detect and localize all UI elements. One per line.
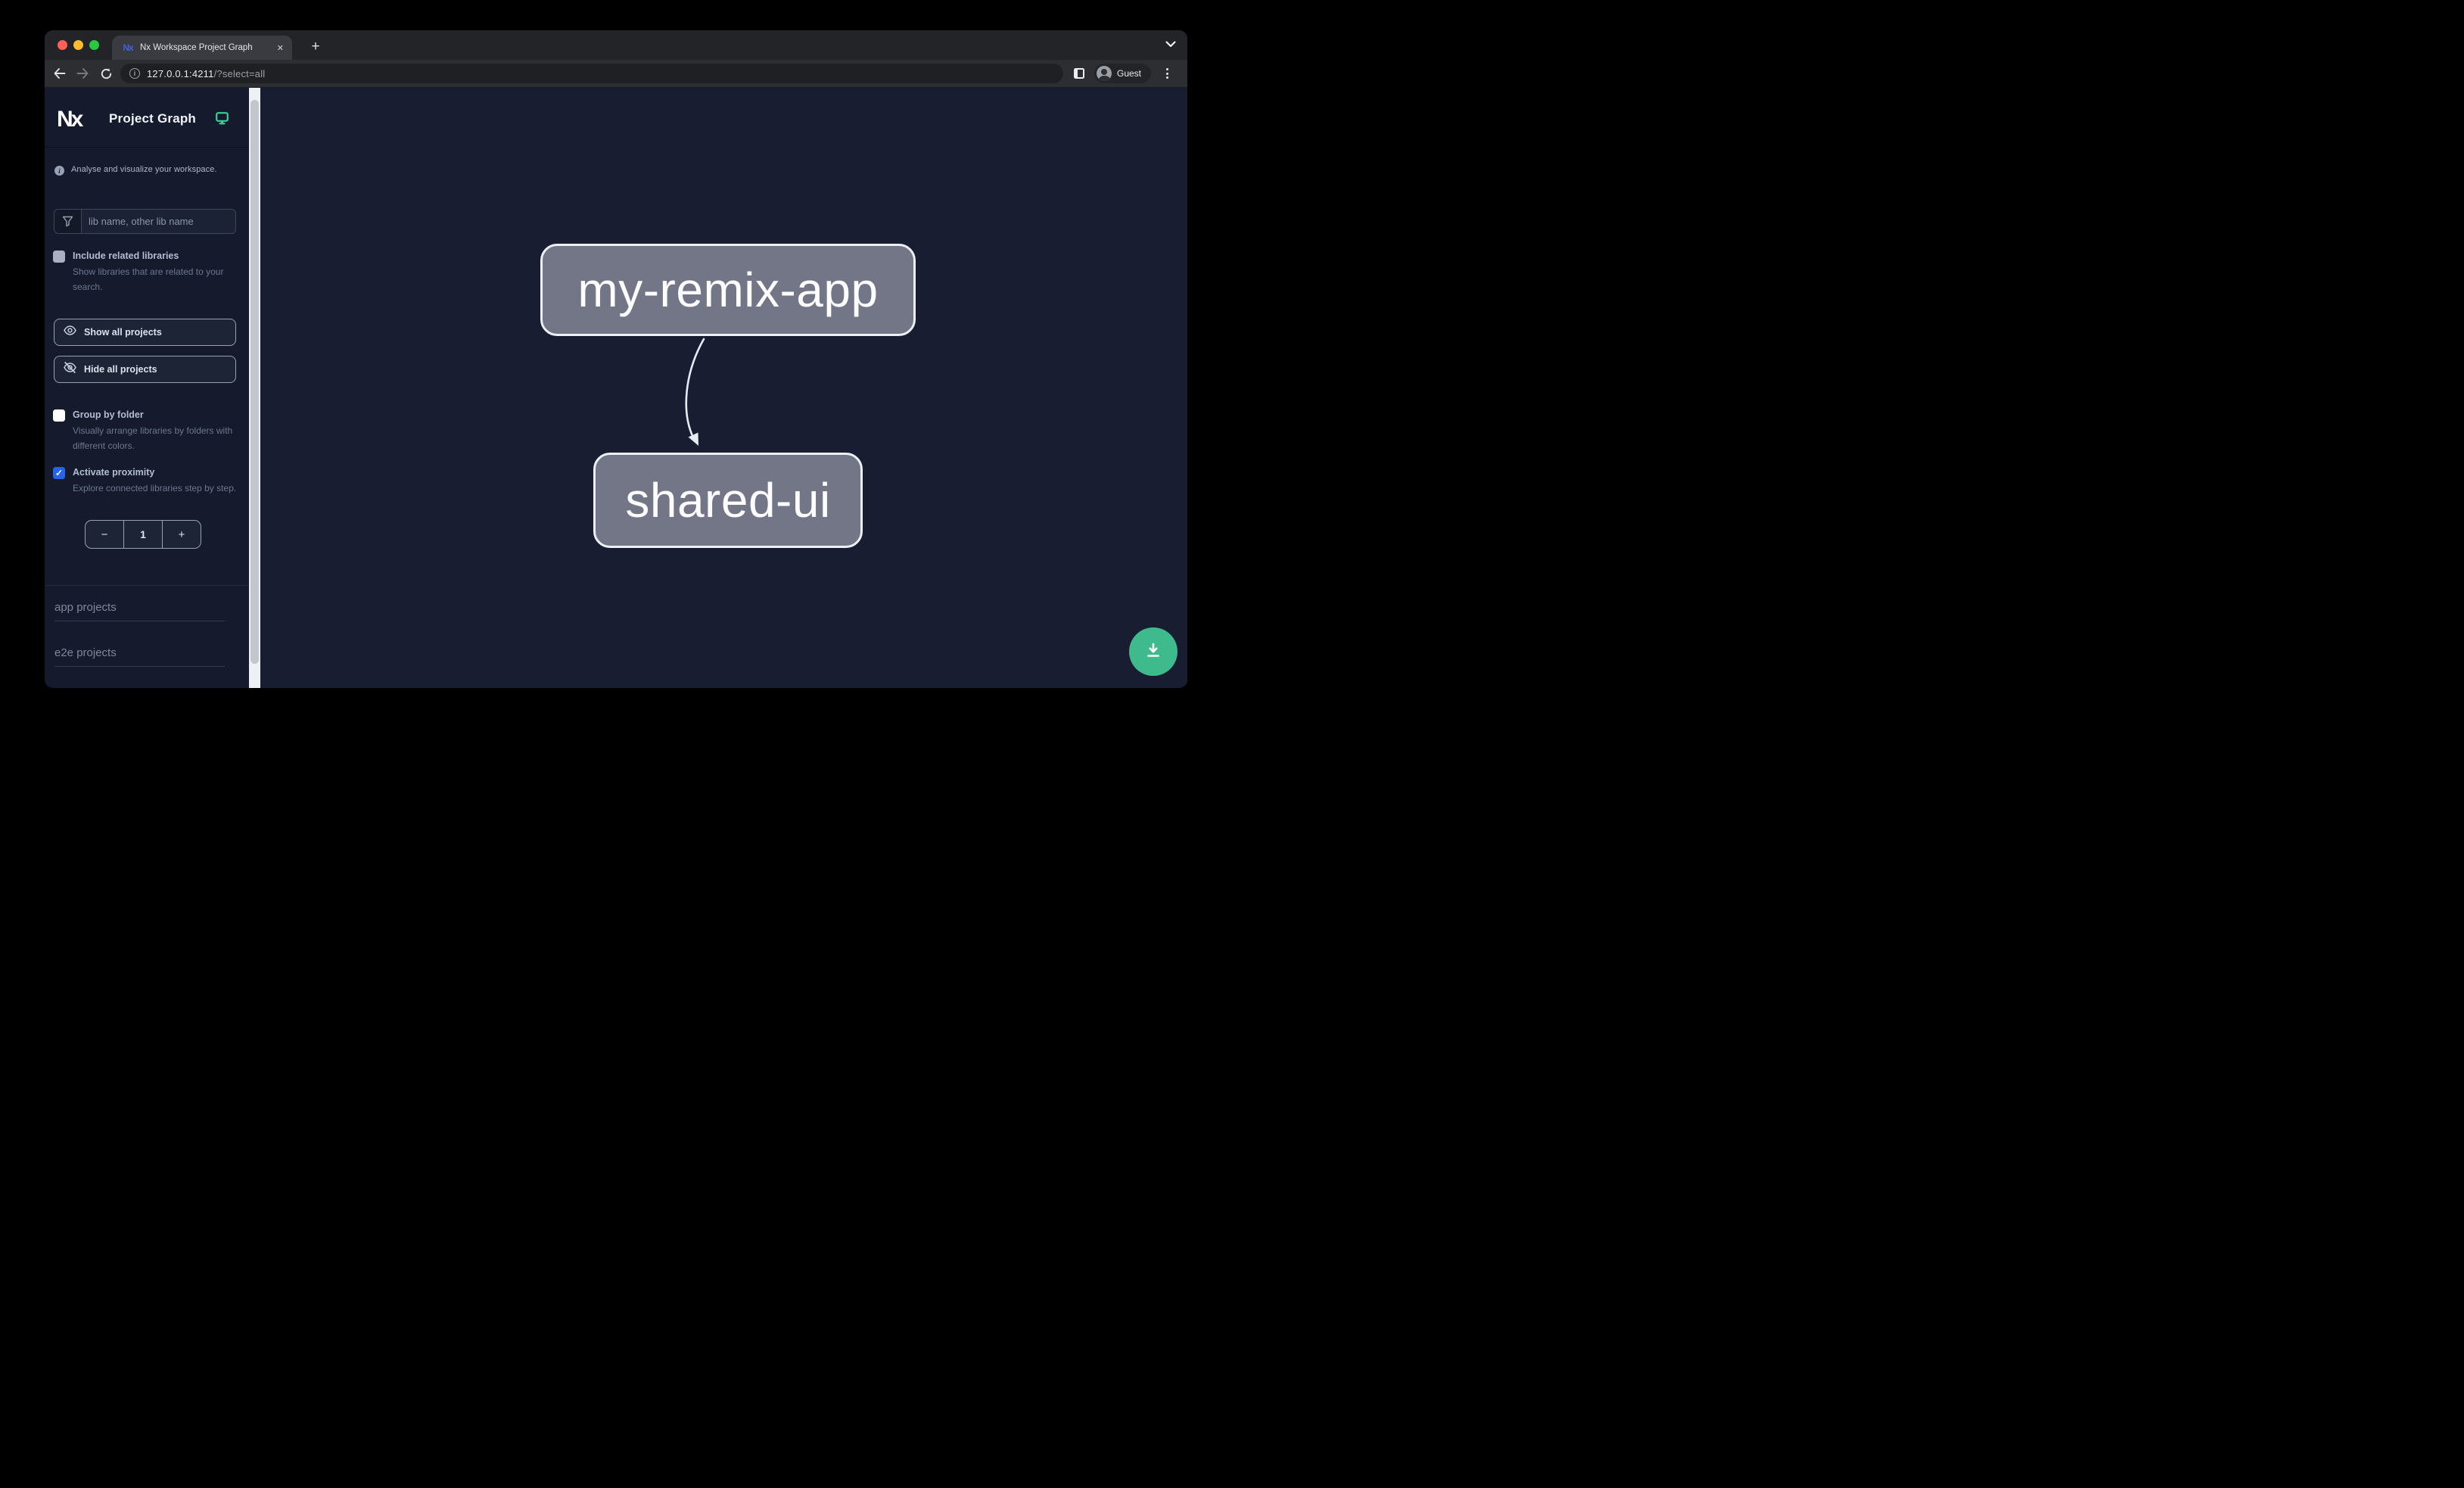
tab-nx-workspace-project-graph[interactable]: Nx Nx Workspace Project Graph ✕ (112, 36, 292, 60)
tagline-text: Analyse and visualize your workspace. (71, 165, 217, 174)
tab-strip: Nx Nx Workspace Project Graph ✕ + (45, 30, 1187, 60)
browser-menu-icon[interactable] (1161, 68, 1173, 79)
zoom-window-button[interactable] (89, 40, 99, 50)
tab-close-icon[interactable]: ✕ (276, 43, 284, 53)
activate-proximity-description: Explore connected libraries step by step… (73, 483, 237, 493)
group-by-folder-description: Visually arrange libraries by folders wi… (73, 425, 233, 451)
browser-toolbar: i 127.0.0.1:4211/?select=all Guest (45, 60, 1187, 88)
close-window-button[interactable] (58, 40, 67, 50)
url-bar[interactable]: i 127.0.0.1:4211/?select=all (120, 64, 1063, 83)
page-content: Nx Project Graph i Analyse and visualize… (45, 88, 1187, 688)
url-text[interactable]: 127.0.0.1:4211/?select=all (147, 68, 265, 79)
download-graph-button[interactable] (1129, 627, 1178, 676)
profile-button[interactable]: Guest (1094, 64, 1152, 83)
section-app-projects: app projects (54, 601, 225, 621)
nx-favicon-icon: Nx (123, 42, 133, 53)
show-all-projects-button[interactable]: Show all projects (54, 319, 236, 346)
filter-box (54, 209, 236, 234)
reload-button[interactable] (96, 64, 116, 83)
graph-canvas[interactable]: my-remix-app shared-ui (260, 88, 1187, 688)
group-by-folder-checkbox[interactable] (53, 409, 65, 422)
eye-off-icon (64, 362, 76, 377)
browser-window: Nx Nx Workspace Project Graph ✕ + i 127.… (45, 30, 1187, 688)
minimize-window-button[interactable] (73, 40, 83, 50)
nx-logo: Nx (57, 107, 83, 132)
hide-all-projects-label: Hide all projects (84, 364, 157, 375)
monitor-icon[interactable] (216, 112, 229, 129)
new-tab-button[interactable]: + (311, 39, 320, 54)
funnel-icon (54, 210, 82, 233)
url-host: 127.0.0.1:4211 (147, 67, 214, 79)
profile-label: Guest (1117, 68, 1142, 79)
graph-node-my-remix-app[interactable]: my-remix-app (540, 244, 916, 336)
activate-proximity-label: Activate proximity (73, 467, 155, 478)
section-e2e-projects: e2e projects (54, 646, 225, 667)
forward-button[interactable] (73, 64, 92, 83)
proximity-decrement-button[interactable]: − (101, 528, 108, 541)
avatar-icon (1097, 66, 1112, 81)
url-path: /?select=all (213, 67, 266, 79)
include-related-option[interactable]: Include related libraries Show libraries… (53, 250, 241, 294)
hide-all-projects-button[interactable]: Hide all projects (54, 356, 236, 383)
activate-proximity-option[interactable]: ✓ Activate proximity Explore connected l… (53, 466, 241, 497)
proximity-increment-button[interactable]: + (178, 528, 185, 541)
info-icon: i (54, 166, 64, 176)
show-all-projects-label: Show all projects (84, 327, 162, 338)
include-related-description: Show libraries that are related to your … (73, 266, 224, 292)
tab-title: Nx Workspace Project Graph (140, 43, 253, 52)
tagline-row: i Analyse and visualize your workspace. (54, 165, 217, 176)
include-related-label: Include related libraries (73, 251, 179, 261)
page-title: Project Graph (109, 111, 197, 126)
proximity-value: 1 (123, 521, 163, 548)
filter-input[interactable] (82, 210, 235, 233)
tab-search-chevron-icon[interactable] (1163, 39, 1178, 50)
sidebar: Nx Project Graph i Analyse and visualize… (45, 88, 249, 688)
include-related-checkbox[interactable] (53, 251, 65, 263)
sidebar-scrollbar-thumb[interactable] (250, 100, 259, 664)
eye-icon (64, 325, 76, 339)
sidebar-scrollbar[interactable] (249, 88, 260, 688)
activate-proximity-checkbox[interactable]: ✓ (53, 467, 65, 479)
group-by-folder-label: Group by folder (73, 409, 144, 420)
sidebar-divider (45, 585, 249, 586)
download-icon (1145, 642, 1162, 662)
proximity-stepper: − 1 + (85, 520, 201, 549)
group-by-folder-option[interactable]: Group by folder Visually arrange librari… (53, 409, 241, 453)
side-panel-icon[interactable] (1074, 68, 1084, 79)
sidebar-header: Nx Project Graph (45, 88, 249, 148)
edge-my-remix-app-to-shared-ui (685, 338, 705, 446)
site-info-icon[interactable]: i (129, 68, 140, 79)
graph-node-shared-ui[interactable]: shared-ui (593, 453, 863, 548)
back-button[interactable] (49, 64, 69, 83)
